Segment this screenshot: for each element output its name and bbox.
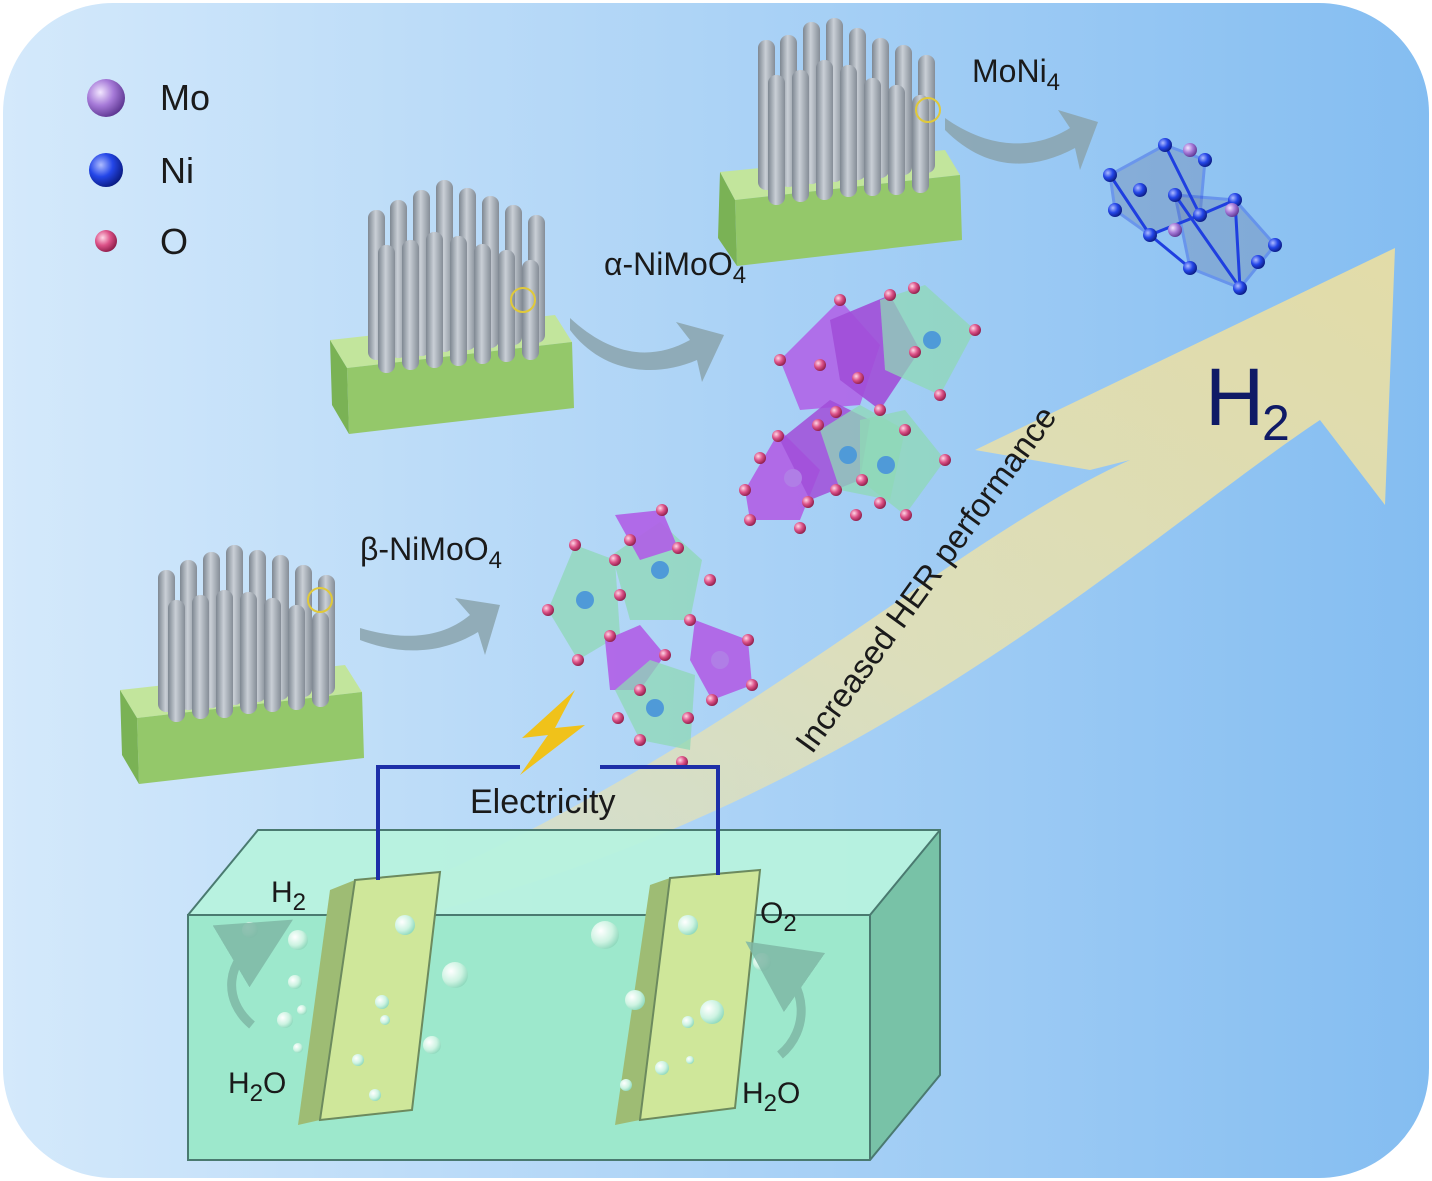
beta-nimoo4-nanorod-array <box>120 545 364 784</box>
alpha-zoom-arrow <box>570 318 724 382</box>
moni4-crystal-structure <box>1103 138 1282 295</box>
cathode-h2-label: H2 <box>271 876 306 916</box>
moni4-rods <box>758 18 935 205</box>
moni4-nanorod-array <box>718 18 962 266</box>
cathode-electrode <box>298 880 355 1125</box>
alpha-oxygen-atoms <box>739 282 981 534</box>
alpha-nimoo4-nanorod-array <box>330 180 574 434</box>
legend-mo-label: Mo <box>160 77 210 118</box>
cell-front-face <box>188 915 870 1160</box>
electrolyzer-cell <box>187 765 941 1161</box>
svg-text:2: 2 <box>1262 395 1290 451</box>
left-circulation-arrow <box>212 919 293 1029</box>
beta-rods <box>158 545 335 722</box>
moni4-label: MoNi4 <box>972 53 1060 96</box>
cell-side-face <box>870 830 940 1160</box>
legend-o-atom <box>95 230 117 252</box>
beta-nimoo4-label: β-NiMoO4 <box>360 531 502 574</box>
moni4-zoom-circle <box>915 97 941 123</box>
legend-mo-atom <box>87 79 125 117</box>
right-circulation-arrow <box>745 941 826 1059</box>
legend-ni-label: Ni <box>160 150 194 191</box>
alpha-rods <box>368 180 545 373</box>
beta-nimoo4-crystal-structure <box>542 504 758 768</box>
beta-zoom-arrow <box>360 598 500 655</box>
electricity-label: Electricity <box>470 783 615 821</box>
left-h2o-label: H2O <box>228 1067 286 1107</box>
moni4-zoom-arrow <box>945 110 1098 170</box>
h2-product-label: H 2 <box>1205 352 1290 451</box>
her-performance-arrow <box>380 248 1395 915</box>
gas-bubbles <box>242 915 771 1101</box>
beta-oxygen-atoms <box>542 504 758 768</box>
alpha-nimoo4-crystal-structure <box>739 282 981 534</box>
right-h2o-label: H2O <box>742 1077 800 1117</box>
legend-o-label: O <box>160 221 188 262</box>
legend: Mo Ni O <box>87 77 210 262</box>
lightning-bolt-icon <box>520 690 585 775</box>
anode-o2-label: O2 <box>760 897 797 937</box>
svg-text:H: H <box>1205 352 1264 443</box>
alpha-zoom-circle <box>510 287 536 313</box>
alpha-nimoo4-label: α-NiMoO4 <box>604 246 746 289</box>
beta-zoom-circle <box>307 587 333 613</box>
legend-ni-atom <box>89 153 123 187</box>
circuit-wire <box>376 765 520 880</box>
